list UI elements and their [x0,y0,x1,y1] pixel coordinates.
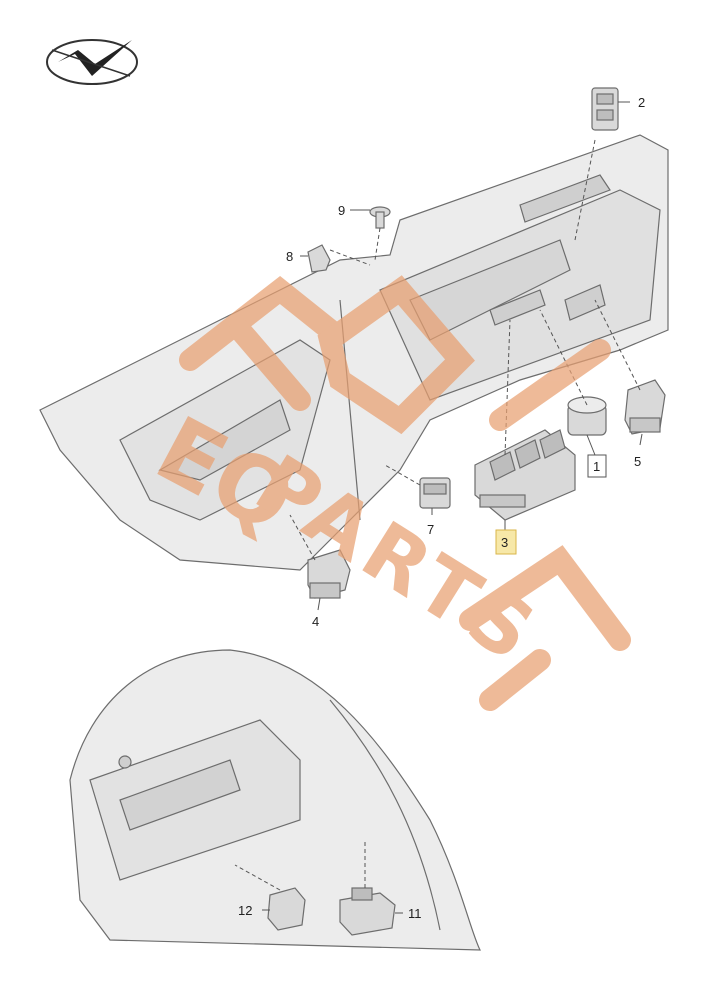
callout-label: 3 [501,535,508,550]
leader-lines [234,101,643,914]
callout-12: 12 [238,903,252,918]
callout-label: 11 [408,906,422,921]
callout-label: 8 [286,249,293,264]
direction-arrow-icon [46,39,138,85]
callout-7: 7 [427,522,434,537]
callout-label: 9 [338,203,345,218]
callout-11: 11 [408,906,422,921]
callout-2: 2 [638,95,645,110]
part-4-switch [307,549,351,599]
part-5-switch [624,379,666,435]
part-8-clip [307,244,331,273]
callout-3: 3 [495,529,517,555]
part-12-switch [267,887,306,931]
callout-1: 1 [587,454,607,478]
part-3-window-switch-unit [474,429,576,521]
callout-9: 9 [338,203,345,218]
part-7-switch [419,477,451,509]
lower-trim-panel [69,649,481,951]
callout-4: 4 [312,614,319,629]
callout-5: 5 [634,454,641,469]
part-9-screw [369,206,391,229]
part-2-switch [591,87,619,131]
callout-label: 2 [638,95,645,110]
callout-8: 8 [286,249,293,264]
callout-label: 7 [427,522,434,537]
part-1-mirror-switch [567,396,607,436]
callout-label: 12 [238,903,252,918]
part-11-switch [339,887,396,936]
callout-label: 5 [634,454,641,469]
callout-label: 1 [593,459,600,474]
callout-label: 4 [312,614,319,629]
